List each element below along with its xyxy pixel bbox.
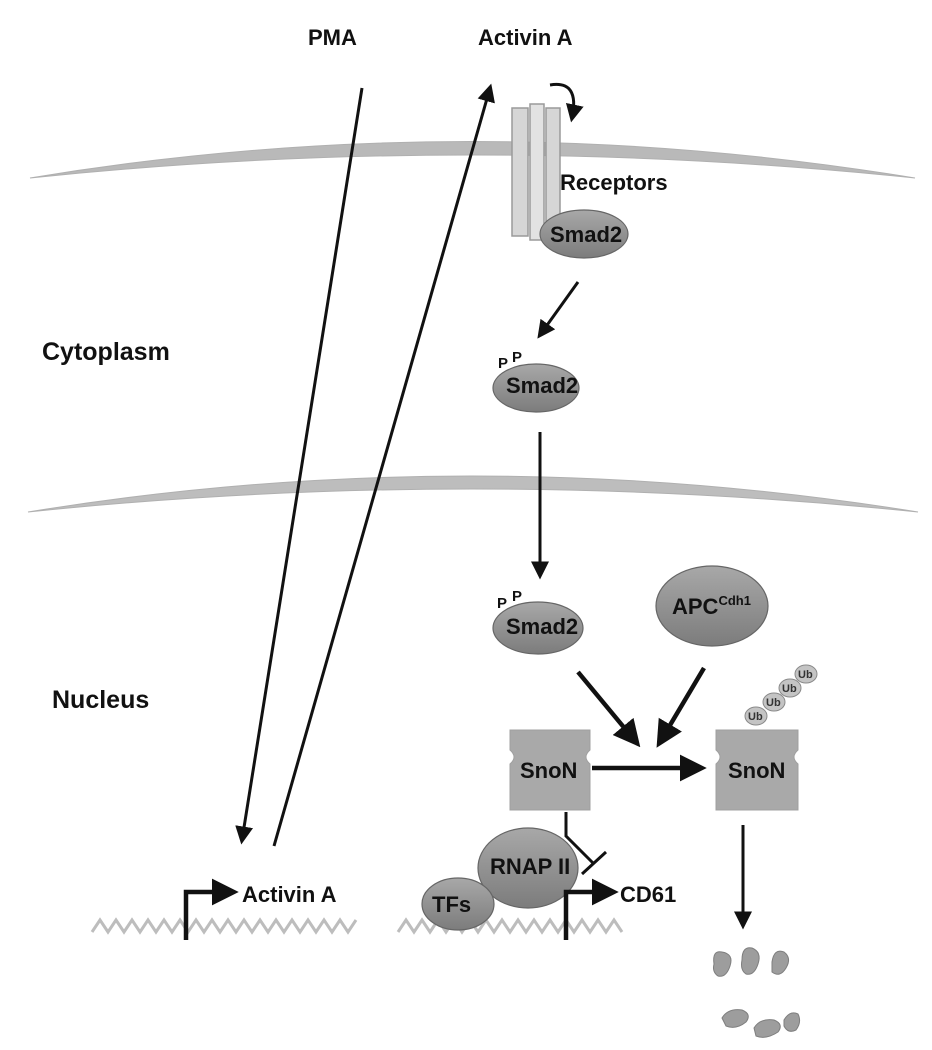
receptors-label: Receptors bbox=[560, 170, 668, 195]
smad2-cytoplasm-label: Smad2 bbox=[506, 373, 578, 398]
rnap-ii bbox=[477, 827, 579, 909]
apc-cdh1 bbox=[655, 565, 769, 647]
smad2-to-ubiquitination-arrow bbox=[576, 670, 641, 748]
phospho-mark-3: P bbox=[497, 595, 507, 612]
snon-inhibition-line bbox=[564, 812, 596, 866]
snon-right-label: SnoN bbox=[728, 758, 785, 783]
cd61-promoter-arrow bbox=[563, 878, 619, 940]
nucleus-label: Nucleus bbox=[52, 686, 149, 714]
rnap-ii-label: RNAP II bbox=[490, 854, 570, 879]
snon-protein-right bbox=[715, 729, 799, 811]
ub-label-2: Ub bbox=[766, 697, 781, 709]
ubiquitin-chain bbox=[744, 664, 818, 726]
dna-strand-activin bbox=[90, 917, 358, 935]
apc-to-ubiquitination-arrow bbox=[656, 666, 706, 748]
activin-a-gene-label: Activin A bbox=[242, 882, 337, 907]
ub-label-1: Ub bbox=[748, 711, 763, 723]
smad2-receptor-label: Smad2 bbox=[550, 222, 622, 247]
cd61-gene-label: CD61 bbox=[620, 882, 676, 907]
smad2-nucleus-label: Smad2 bbox=[506, 614, 578, 639]
snon-protein-left bbox=[509, 729, 591, 811]
inhibition-bar bbox=[580, 850, 608, 876]
degraded-fragments bbox=[713, 947, 801, 1038]
activin-promoter-arrow bbox=[183, 878, 239, 940]
activin-binding-arrow bbox=[549, 82, 584, 123]
pma-label: PMA bbox=[308, 25, 357, 50]
phospho-mark-2: P bbox=[512, 349, 522, 366]
snon-left-label: SnoN bbox=[520, 758, 577, 783]
apc-superscript: Cdh1 bbox=[718, 593, 751, 608]
ub-label-3: Ub bbox=[782, 683, 797, 695]
ub-label-4: Ub bbox=[798, 669, 813, 681]
activin-a-secreted-label: Activin A bbox=[478, 25, 573, 50]
tfs-label: TFs bbox=[432, 892, 471, 917]
phospho-mark-4: P bbox=[512, 588, 522, 605]
plasma-membrane bbox=[29, 141, 916, 179]
pma-to-activin-gene-arrow bbox=[235, 87, 364, 845]
transcription-factors bbox=[421, 877, 495, 931]
phospho-smad2-cytoplasm bbox=[492, 363, 580, 413]
phospho-mark-1: P bbox=[498, 355, 508, 372]
phosphorylation-arrow bbox=[537, 281, 580, 339]
apc-label: APCCdh1 bbox=[672, 593, 751, 619]
phospho-smad2-nucleus bbox=[492, 601, 584, 655]
smad2-receptor-bound bbox=[539, 209, 629, 259]
nuclear-membrane bbox=[27, 475, 919, 513]
activin-secretion-arrow bbox=[272, 83, 495, 847]
cytoplasm-label: Cytoplasm bbox=[42, 338, 170, 366]
